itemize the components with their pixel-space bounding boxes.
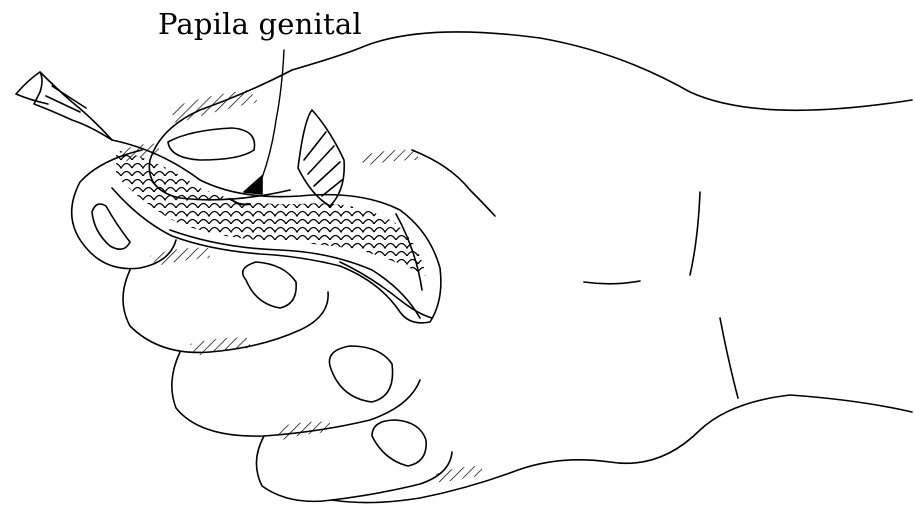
ring-finger-hatch: [190, 338, 250, 356]
little-finger-hatch: [276, 422, 330, 440]
fish-tail: [34, 72, 112, 140]
thumb-base-line: [412, 150, 495, 216]
hand-back-outline: [292, 32, 912, 110]
palm-crease: [584, 281, 640, 284]
hand-palm-outline: [332, 395, 912, 503]
thumb-nail: [168, 128, 255, 160]
wrist-crease-2: [690, 192, 700, 275]
dorsal-fin-ray-1: [304, 132, 326, 160]
papilla-pointer: [244, 176, 262, 194]
palm-edge-hatch-1: [360, 150, 418, 166]
middle-finger-nail: [243, 262, 297, 308]
middle-finger-hatch: [150, 248, 210, 266]
little-finger-outline: [256, 436, 452, 501]
dorsal-fin-ray-3: [314, 162, 340, 186]
ring-finger-nail: [329, 346, 392, 402]
leader-line: [262, 50, 284, 178]
fish-tail-fin-upper: [16, 72, 48, 104]
genital-papilla-label: Papila genital: [158, 6, 362, 42]
palm-edge-hatch-2: [436, 466, 482, 484]
wrist-crease-1: [720, 318, 738, 398]
thumb-hatch: [170, 90, 258, 124]
fish-tail-ray-2: [52, 86, 86, 108]
index-finger-nail: [92, 204, 130, 249]
little-finger-nail: [372, 420, 426, 466]
